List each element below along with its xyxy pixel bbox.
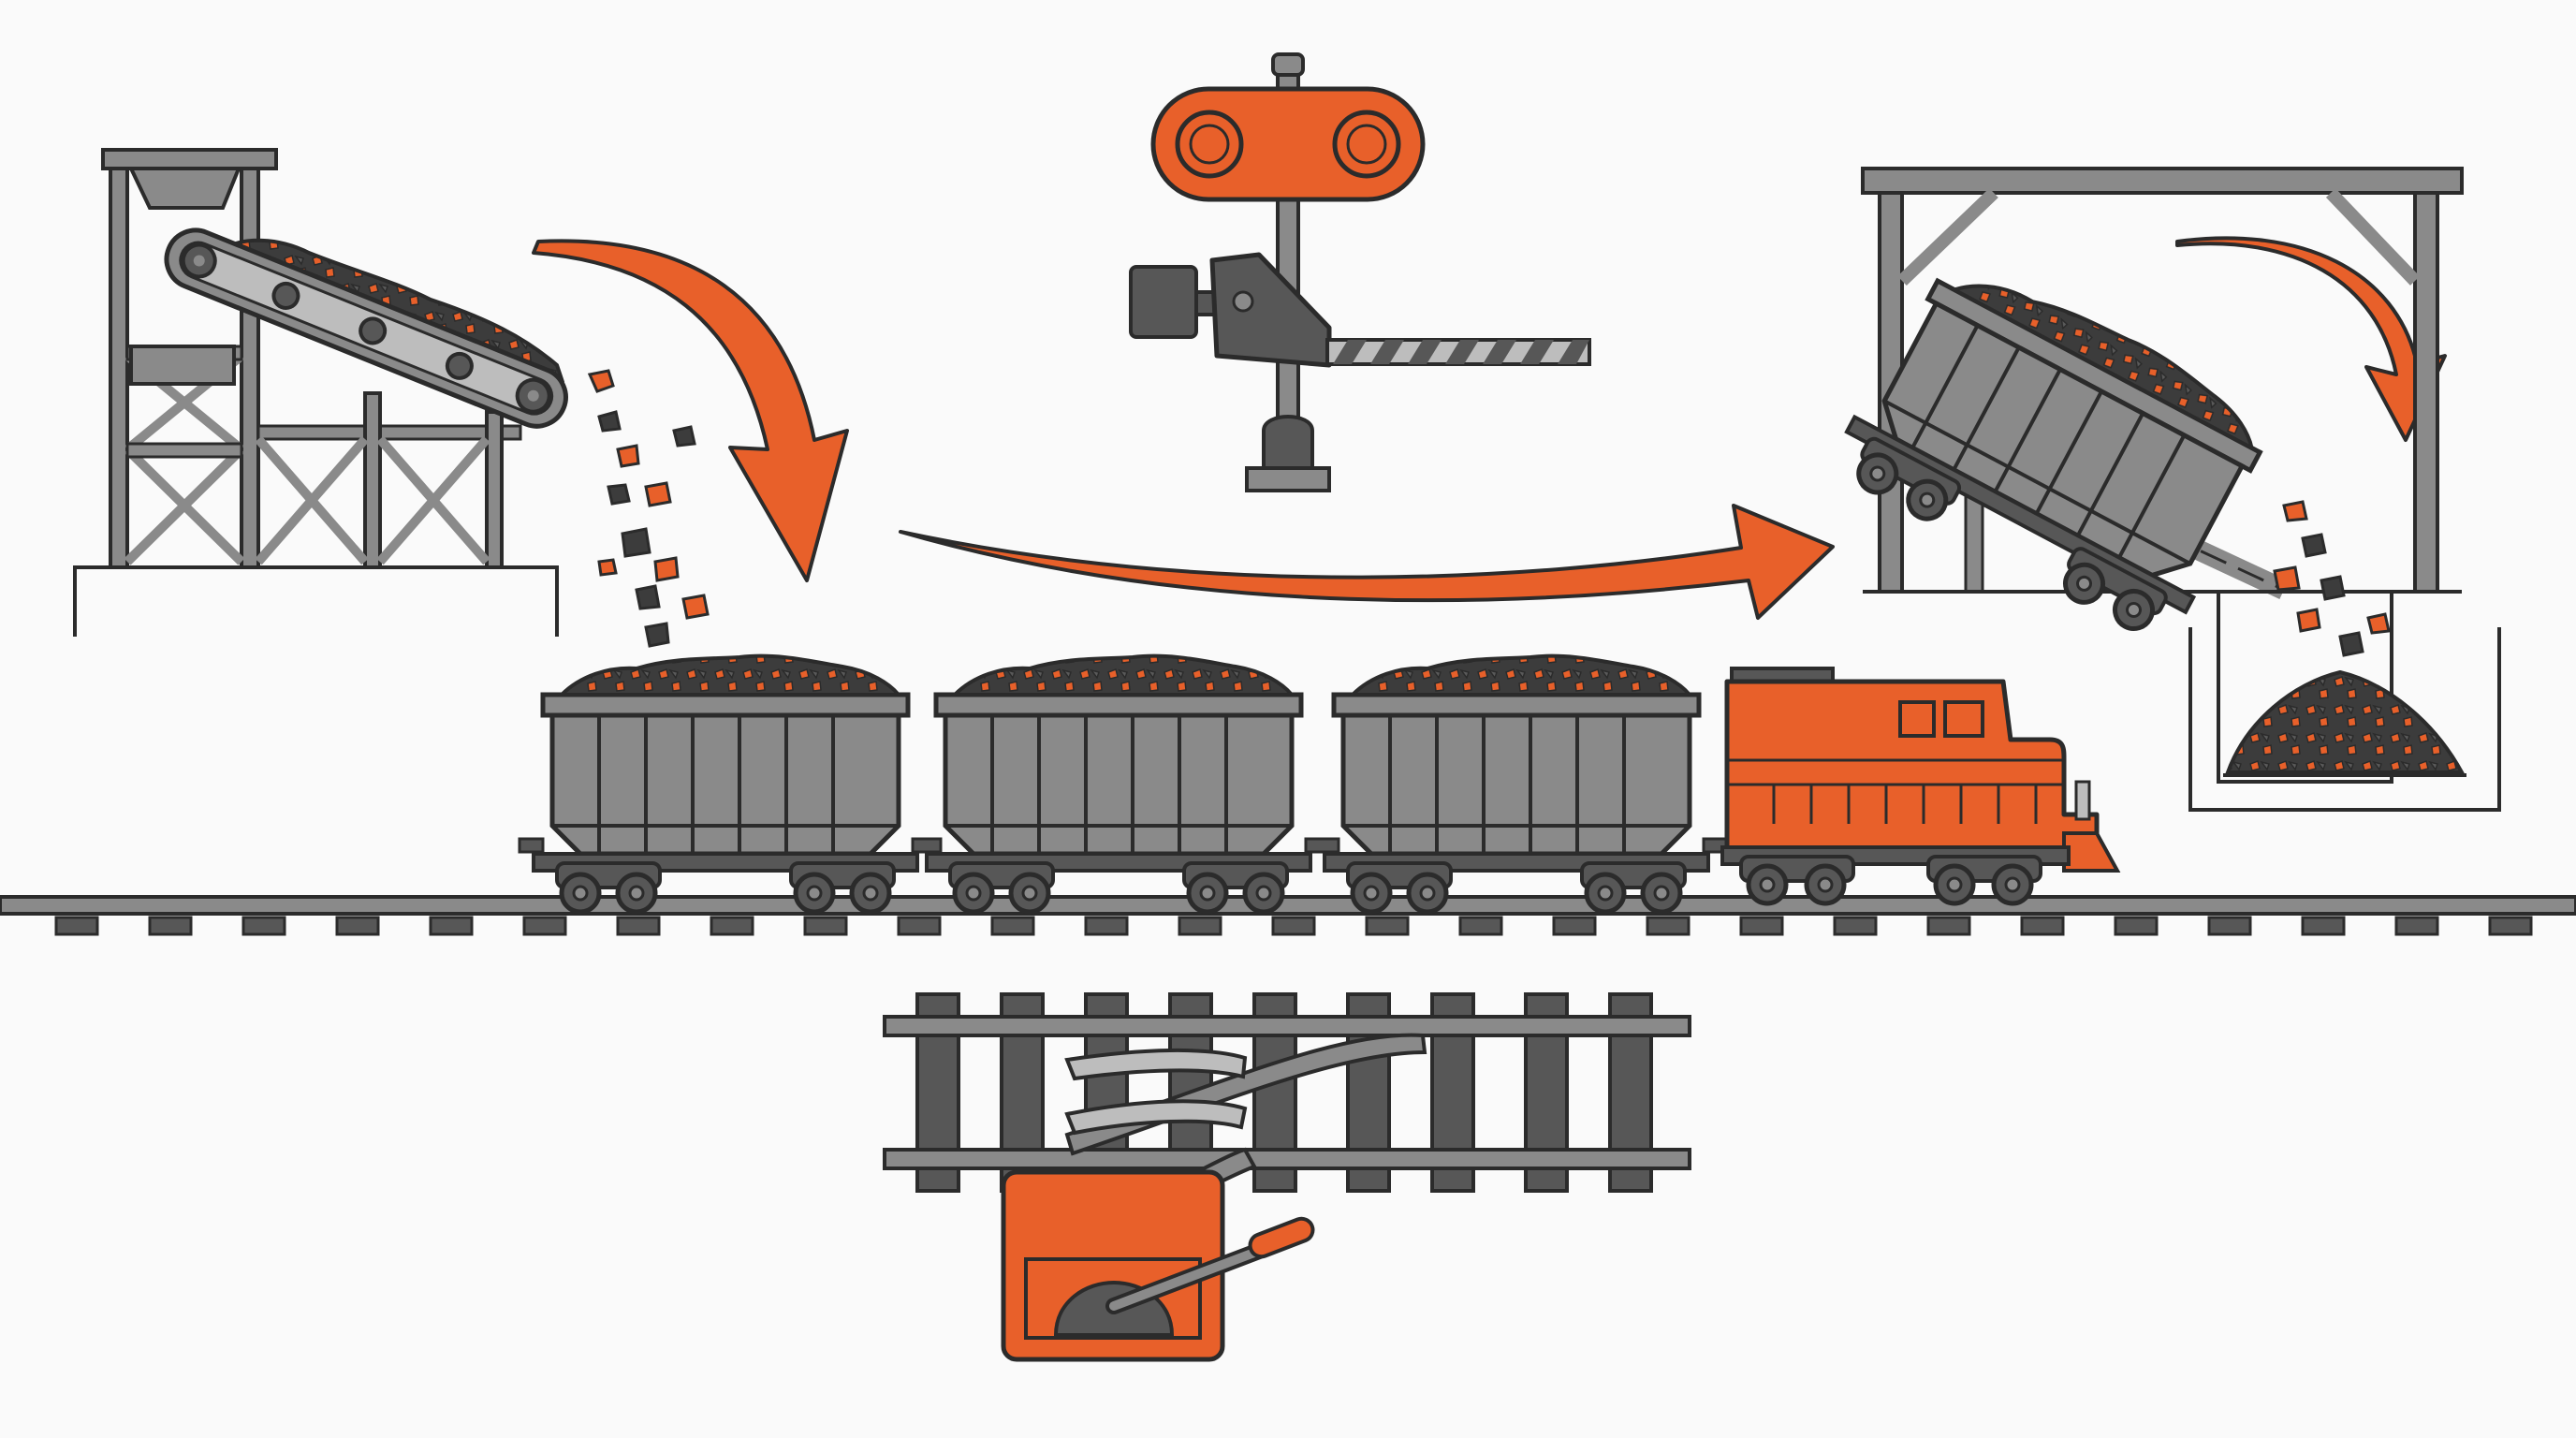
unloading-pit-icon — [2188, 500, 2501, 812]
main-track — [0, 895, 2576, 936]
hopper-car-icon — [1325, 656, 1708, 912]
loading-tower-icon — [73, 148, 559, 637]
signal-gate-icon — [1129, 52, 1591, 492]
flow-arrow-icon — [532, 239, 849, 582]
hopper-car-icon — [927, 656, 1310, 912]
hopper-car-icon — [534, 656, 917, 912]
rotary-dumper-icon — [1827, 167, 2464, 649]
conveyor-belt-icon — [164, 227, 710, 648]
flow-arrow-icon — [899, 504, 1835, 620]
locomotive-icon — [1720, 667, 2121, 906]
switch-lever-icon — [1001, 1169, 1315, 1362]
track-switch-icon — [883, 992, 1691, 1250]
